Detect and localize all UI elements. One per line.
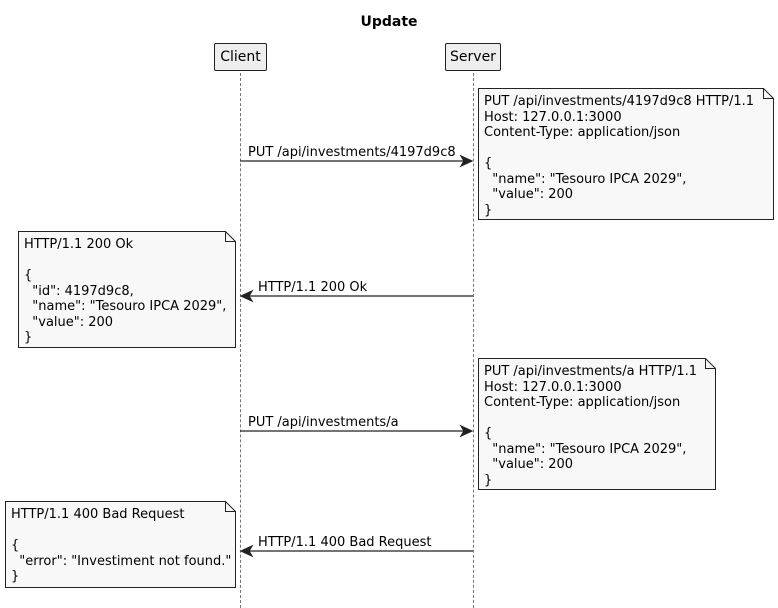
- note-text: HTTP/1.1 400 Bad Request { "error": "Inv…: [11, 507, 232, 584]
- message-label-3: PUT /api/investments/a: [248, 415, 399, 430]
- message-label-4: HTTP/1.1 400 Bad Request: [258, 535, 432, 550]
- participant-client: Client: [214, 43, 267, 71]
- message-arrowhead-4: [239, 544, 254, 558]
- note-response-1: HTTP/1.1 200 Ok { "id": 4197d9c8, "name"…: [18, 231, 236, 348]
- participant-server: Server: [445, 43, 501, 71]
- server-lifeline: [473, 73, 474, 608]
- note-text: PUT /api/investments/a HTTP/1.1 Host: 12…: [484, 364, 698, 488]
- note-text: PUT /api/investments/4197d9c8 HTTP/1.1 H…: [484, 94, 755, 218]
- diagram-title: Update: [360, 14, 418, 30]
- note-text: HTTP/1.1 200 Ok { "id": 4197d9c8, "name"…: [24, 237, 227, 345]
- message-arrowhead-2: [239, 289, 254, 303]
- note-request-1: PUT /api/investments/4197d9c8 HTTP/1.1 H…: [478, 88, 774, 220]
- message-label-1: PUT /api/investments/4197d9c8: [248, 145, 456, 160]
- client-lifeline: [240, 73, 241, 608]
- message-arrowhead-1: [459, 154, 474, 168]
- message-arrowhead-3: [459, 424, 474, 438]
- message-label-2: HTTP/1.1 200 Ok: [258, 280, 368, 295]
- note-request-2: PUT /api/investments/a HTTP/1.1 Host: 12…: [478, 358, 716, 490]
- note-response-2: HTTP/1.1 400 Bad Request { "error": "Inv…: [5, 501, 236, 588]
